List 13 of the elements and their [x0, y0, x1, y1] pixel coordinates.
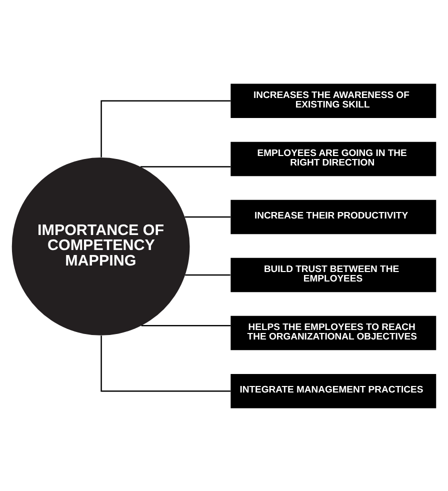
node-box: INCREASE THEIR PRODUCTIVITY [230, 199, 436, 234]
node-box: HELPS THE EMPLOYEES TO REACH THE ORGANIZATIONAL OBJECTIVES [230, 315, 436, 350]
node-box: INCREASES THE AWARENESS OF EXISTING SKILL [230, 83, 436, 118]
node-box: BUILD TRUST BETWEEN THE EMPLOYEES [230, 257, 436, 292]
connector [100, 100, 231, 157]
connector [140, 166, 230, 167]
node-box: INTEGRATE MANAGEMENT PRACTICES [230, 373, 436, 408]
connector [185, 274, 230, 276]
node-box: EMPLOYEES ARE GOING IN THE RIGHT DIRECTION [230, 141, 436, 176]
connector [141, 324, 231, 326]
connector [184, 216, 230, 218]
node-circle: IMPORTANCE OF COMPETENCY MAPPING [12, 157, 190, 335]
connector [100, 335, 231, 392]
